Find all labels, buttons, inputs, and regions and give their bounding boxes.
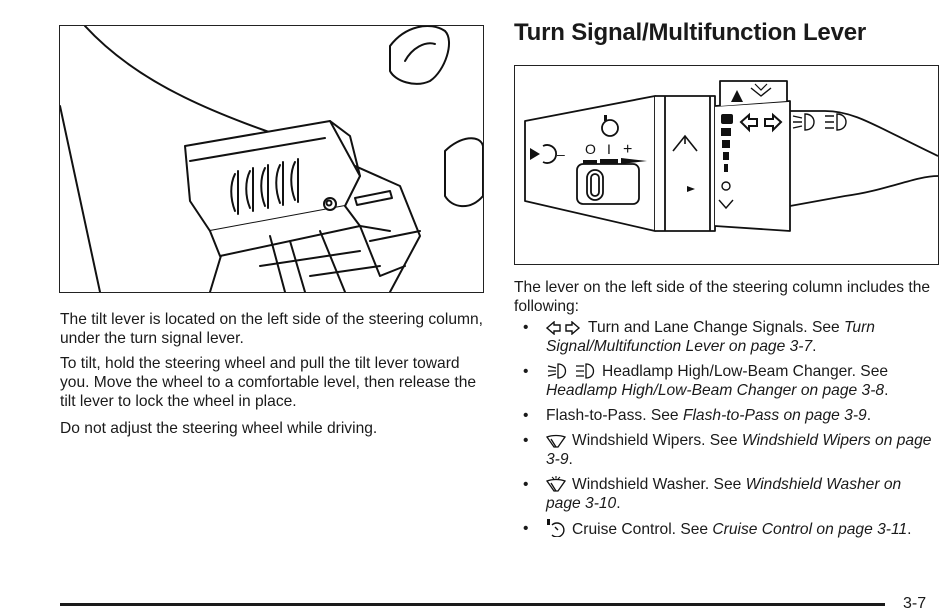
zero-label: O: [585, 141, 596, 157]
section-title: Turn Signal/Multifunction Lever: [514, 19, 867, 46]
list-item-headlamp: • Headlamp High/Low-Beam Changer. See He…: [523, 363, 889, 399]
tilt-warning-paragraph: Do not adjust the steering wheel while d…: [60, 420, 378, 437]
list-item-flash-to-pass: • Flash-to-Pass. See Flash-to-Pass on pa…: [523, 407, 872, 424]
tilt-lever-drawing: [60, 26, 483, 292]
page-number: 3-7: [903, 595, 927, 612]
minus-label: –: [557, 146, 565, 162]
footer-rule: [60, 603, 885, 606]
bullet: •: [523, 363, 529, 380]
cross-reference-link[interactable]: Turn Signal/Multifunction Lever on page …: [546, 319, 875, 355]
cross-reference-link[interactable]: Windshield Wipers on page 3-9: [546, 432, 932, 468]
windshield-wiper-icon: [546, 434, 566, 448]
list-item-cruise: • Cruise Control. See Cruise Control on …: [523, 519, 912, 538]
cross-reference-link[interactable]: Flash-to-Pass on page 3-9: [682, 407, 867, 424]
list-item-turn-signals: • Turn and Lane Change Signals. See Turn…: [523, 319, 875, 355]
lever-functions-list: • Turn and Lane Change Signals. See Turn…: [520, 318, 940, 545]
windshield-washer-icon: [546, 476, 566, 492]
multifunction-lever-illustration: – O I +: [514, 65, 939, 265]
cruise-control-icon: [547, 519, 565, 537]
cross-reference-link[interactable]: Headlamp High/Low-Beam Changer on page 3…: [546, 382, 885, 399]
cross-reference-link[interactable]: Windshield Washer on page 3-10: [546, 476, 902, 512]
tilt-lever-illustration: [59, 25, 484, 293]
tilt-location-paragraph: The tilt lever is located on the left si…: [60, 311, 483, 347]
list-item-washer: • Windshield Washer. See Windshield Wash…: [523, 476, 902, 512]
bullet: •: [523, 319, 529, 336]
cross-reference-link[interactable]: Cruise Control on page 3-11: [712, 521, 908, 538]
bullet: •: [523, 476, 529, 493]
intro-paragraph: The lever on the left side of the steeri…: [514, 279, 931, 315]
plus-label: +: [623, 141, 632, 158]
one-label: I: [607, 141, 611, 157]
turn-signal-arrows-icon: [546, 321, 581, 335]
tilt-instructions-paragraph: To tilt, hold the steering wheel and pul…: [60, 355, 477, 410]
headlamp-beam-icon: [547, 363, 595, 379]
bullet: •: [523, 407, 529, 424]
bullet: •: [523, 432, 529, 449]
bullet: •: [523, 520, 529, 537]
multifunction-lever-drawing: – O I +: [524, 80, 938, 232]
list-item-wipers: • Windshield Wipers. See Windshield Wipe…: [523, 432, 932, 468]
